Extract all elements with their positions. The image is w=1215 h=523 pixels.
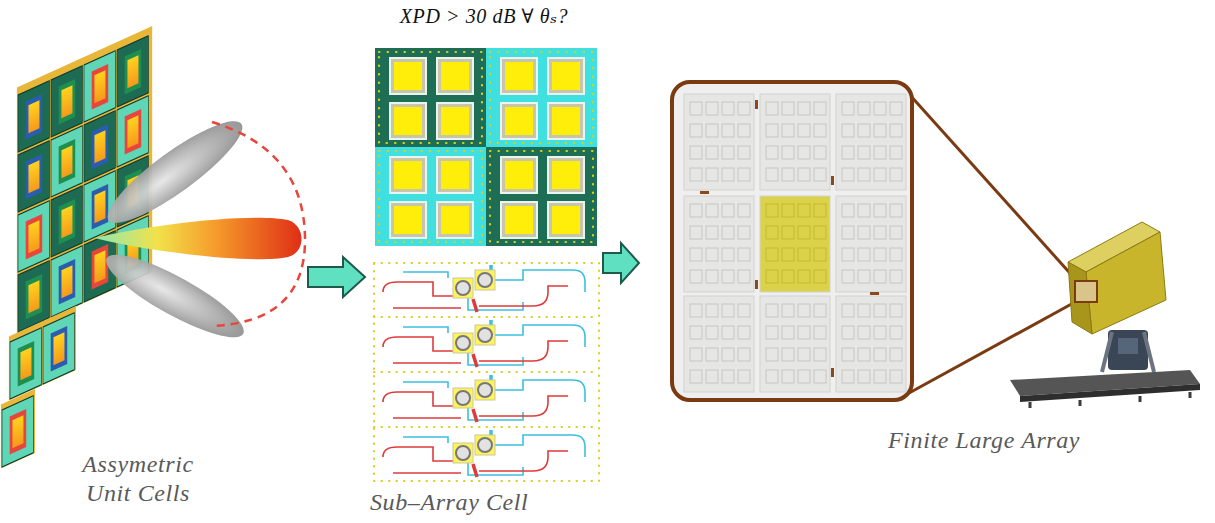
art-use (383, 430, 585, 477)
art-use (436, 201, 474, 239)
art-use (684, 94, 754, 190)
art-use (2, 396, 33, 467)
art-use (500, 102, 538, 140)
art-use (760, 296, 830, 392)
art-use (117, 36, 148, 107)
art-use (684, 196, 754, 292)
art-use (18, 201, 49, 272)
heading-text: XPD > 30 dB ∀ θₛ? (368, 4, 600, 28)
art-rect (1075, 281, 1097, 302)
art-use (18, 81, 49, 152)
art-rect (870, 292, 879, 295)
art-rect (755, 100, 758, 109)
art-path (1030, 392, 1190, 408)
art-use (51, 126, 82, 197)
art-use (43, 313, 74, 384)
art-path (900, 84, 1077, 281)
art-rect (486, 48, 597, 147)
art-path (374, 317, 599, 427)
art-use (547, 201, 585, 239)
caption-text: Assymetric Unit Cells (63, 450, 213, 508)
caption-text: Sub–Array Cell (370, 488, 598, 517)
art-use (500, 201, 538, 239)
art-rect (374, 263, 599, 481)
caption-text: Finite Large Array (888, 426, 1188, 455)
illustration-panel: XPD > 30 dB ∀ θₛ? Sub–Array Cell (368, 0, 600, 523)
art-use (547, 102, 585, 140)
art-use (436, 57, 474, 95)
art-rect (490, 52, 593, 143)
art-use (51, 186, 82, 257)
art-use (84, 111, 115, 182)
art-path (1102, 332, 1154, 372)
art-use (684, 296, 754, 392)
art-use (500, 156, 538, 194)
art-use (84, 171, 115, 242)
illustration-panel: Finite Large Array (642, 60, 1202, 490)
art-rect (486, 147, 597, 246)
illustration-panel: Assymetric Unit Cells (5, 30, 305, 520)
art-use (836, 196, 906, 292)
art-use (836, 296, 906, 392)
art-g (700, 100, 879, 377)
art-use (760, 196, 830, 292)
art-use (389, 201, 427, 239)
art-use (760, 94, 830, 190)
art-rect (375, 48, 486, 147)
art-rect (755, 280, 758, 289)
block-arrow (603, 243, 639, 283)
art-rect (831, 176, 834, 185)
art-use (84, 51, 115, 122)
art-use (51, 246, 82, 317)
art-rect (1118, 338, 1138, 354)
art-use (500, 57, 538, 95)
art-g (9, 306, 76, 401)
art-rect (9, 306, 76, 401)
art-use (436, 102, 474, 140)
art-use (389, 102, 427, 140)
art-use (836, 94, 906, 190)
art-rect (672, 82, 912, 400)
art-path (95, 218, 302, 260)
art-use (383, 320, 585, 367)
art-g (379, 52, 593, 242)
art-g (374, 263, 599, 481)
art-use (117, 96, 148, 167)
art-rect (1, 389, 35, 469)
art-use (547, 156, 585, 194)
art-rect (373, 262, 600, 482)
art-use (547, 57, 585, 95)
art-use (18, 141, 49, 212)
art-use (51, 66, 82, 137)
art-g (1, 389, 35, 469)
art-use (383, 375, 585, 422)
art-use (383, 265, 585, 312)
art-rect (490, 151, 593, 242)
art-use (436, 156, 474, 194)
art-polygon (1020, 384, 1200, 402)
art-rect (379, 52, 482, 143)
art-path (212, 122, 305, 326)
art-rect (831, 368, 834, 377)
block-arrow (308, 257, 365, 297)
art-use (389, 156, 427, 194)
art-rect (700, 191, 709, 194)
art-rect (379, 151, 482, 242)
art-use (389, 57, 427, 95)
art-rect (1108, 330, 1148, 370)
art-use (10, 328, 41, 399)
art-rect (375, 147, 486, 246)
